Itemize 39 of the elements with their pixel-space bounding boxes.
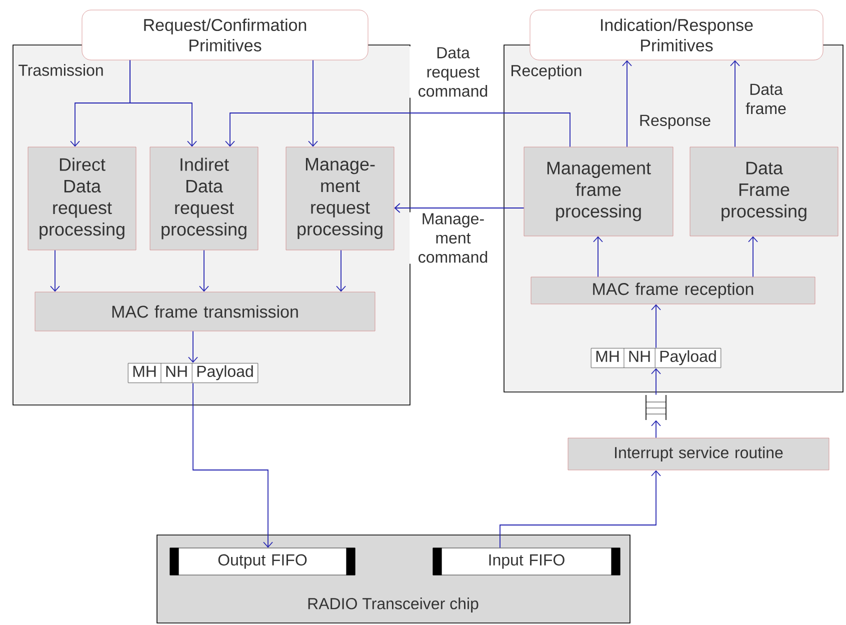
arrow [622,60,632,148]
process-box: Direct Data request processing [28,146,136,250]
arrow [651,304,661,348]
fifo-buffer: Output FIFO [170,548,356,576]
primitives-box: Indication/Response Primitives [530,10,824,60]
arrow [188,330,198,363]
arrow [130,60,197,147]
arrow [192,382,273,548]
arrow [651,420,661,438]
frame-format-table: MH NH Payload [590,348,722,368]
process-box: Data Frame processing [690,146,838,236]
arrow [730,60,740,148]
arrow [225,112,570,148]
edge-label: Data request command [410,46,496,98]
primitives-box: Request/Confirmation Primitives [82,10,368,60]
arrow [308,60,318,147]
process-box: MAC frame reception [530,276,816,304]
arrow [651,368,661,396]
queue-icon [646,394,666,420]
edge-label: Data frame [741,82,791,116]
arrow [748,236,758,278]
process-box: Management frame processing [524,146,674,236]
arrow [593,236,603,278]
edge-label: Response [634,114,716,130]
process-box: Interrupt service routine [568,438,830,470]
process-box: MAC frame transmission [34,292,376,332]
arrow [336,250,346,292]
panel-heading: Reception [512,64,582,80]
process-box: Indiret Data request processing [150,146,258,250]
arrow [50,250,60,292]
chip-label: RADIO Transceiver chip [308,598,478,612]
process-box: Manage- ment request processing [286,146,394,250]
arrow [199,250,209,292]
arrow [394,203,524,213]
edge-label: Manage- ment command [410,212,496,264]
fifo-buffer: Input FIFO [432,548,620,576]
frame-format-table: MH NH Payload [128,363,258,383]
panel-heading: Trasmission [18,64,103,76]
arrow [500,470,661,548]
